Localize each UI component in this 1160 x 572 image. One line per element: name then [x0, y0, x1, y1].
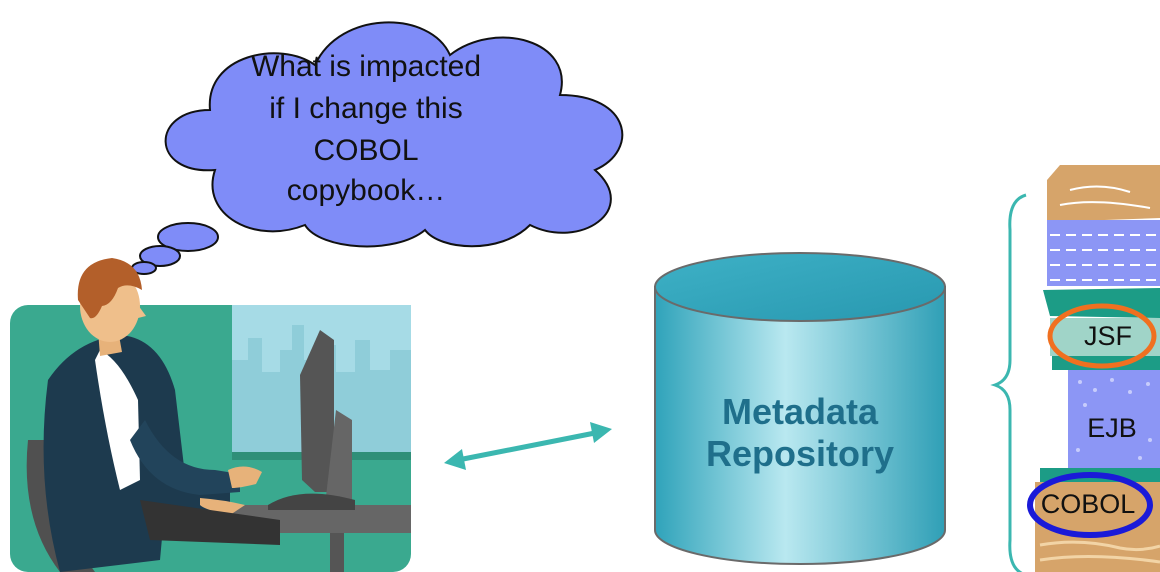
- layer-label-ejb: EJB: [1087, 413, 1137, 443]
- cobol-highlight-circle: [1027, 472, 1153, 538]
- curly-brace: [990, 193, 1027, 572]
- thought-line-2: if I change this: [269, 92, 462, 125]
- jsf-highlight-circle: [1047, 303, 1157, 369]
- metadata-repository-cylinder: Metadata Repository: [654, 252, 946, 565]
- bidirectional-arrow: [444, 422, 612, 470]
- thought-line-3: COBOL: [313, 134, 418, 167]
- thought-bubble-large: [157, 222, 219, 252]
- thought-cloud: What is impacted if I change this COBOL …: [131, 21, 624, 275]
- arrow-head-left: [444, 449, 466, 470]
- layer-label-jsf: JSF: [1084, 321, 1132, 351]
- arrow-head-right: [590, 422, 612, 443]
- thought-line-1: What is impacted: [251, 50, 481, 83]
- technology-stack: JSF EJB COBOL: [1027, 165, 1160, 572]
- layer-label-cobol: COBOL: [1041, 489, 1136, 519]
- thought-line-4: copybook…: [287, 174, 445, 207]
- repository-label-line-2: Repository: [706, 433, 894, 474]
- developer-illustration: [10, 258, 411, 572]
- cylinder-top: [654, 252, 946, 322]
- repository-label-line-1: Metadata: [722, 391, 879, 432]
- thought-bubble-medium: [139, 245, 181, 267]
